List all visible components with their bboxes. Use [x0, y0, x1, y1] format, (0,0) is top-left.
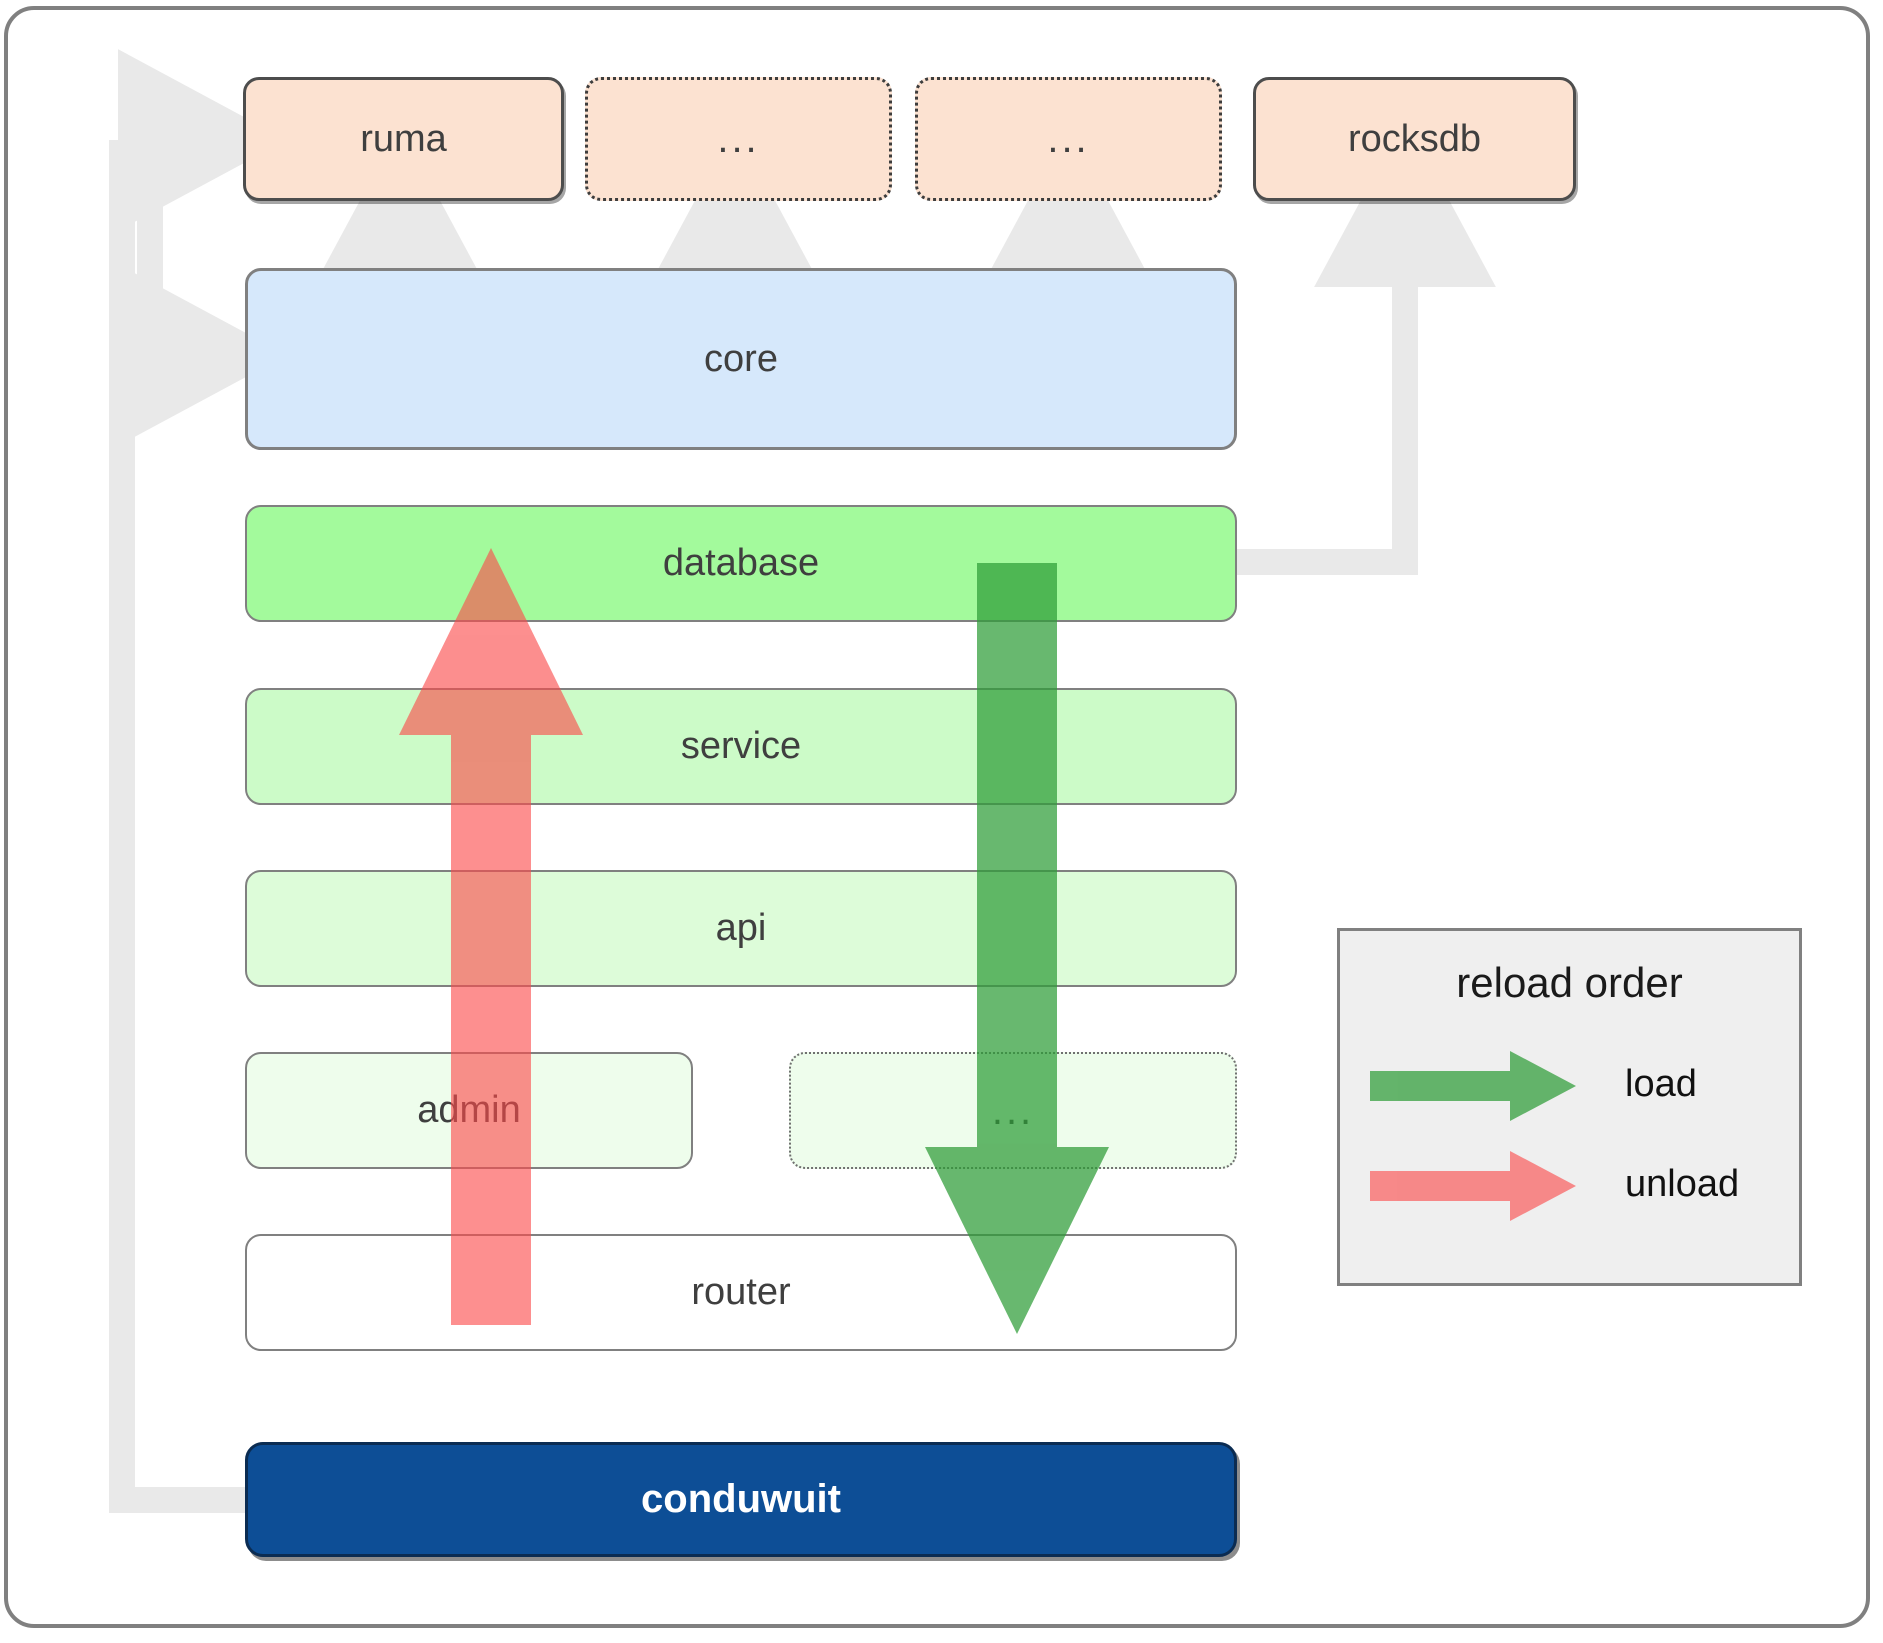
load-arrow [925, 563, 1109, 1334]
conduwuit-dependency-connectors [109, 49, 287, 1513]
legend-load-arrow [1370, 1051, 1576, 1121]
database-rocksdb-connector [1222, 118, 1496, 575]
layer-router-box[interactable]: router [245, 1234, 1237, 1351]
legend-arrow-svg [1370, 1051, 1576, 1221]
core-box[interactable]: core [245, 268, 1237, 450]
legend-unload-label: unload [1625, 1163, 1740, 1205]
legend-title: reload order [1456, 959, 1683, 1006]
dep-ruma-box[interactable]: ruma [243, 77, 564, 201]
core-dependency-arrows [309, 126, 1159, 296]
legend-load-label: load [1625, 1063, 1697, 1105]
dep-ellipsis-2-box[interactable]: ... [915, 77, 1222, 201]
layer-service-box[interactable]: service [245, 688, 1237, 805]
unload-arrow [399, 548, 583, 1325]
conduwuit-box[interactable]: conduwuit [245, 1442, 1237, 1557]
legend-panel: reload order load unload [1337, 928, 1802, 1286]
legend-unload-arrow [1370, 1151, 1576, 1221]
